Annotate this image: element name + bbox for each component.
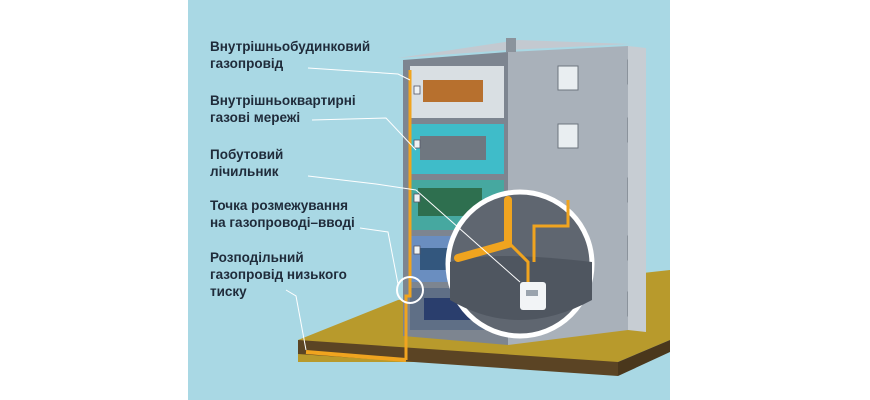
demarcation-marker xyxy=(396,276,424,304)
zoom-detail-circle xyxy=(445,189,595,339)
label-household-meter: Побутовий лічильник xyxy=(210,147,284,179)
label-demarcation-point: Точка розмежування на газопроводі–вводі xyxy=(210,198,355,230)
soil-layer xyxy=(298,340,618,376)
diagram-panel: Внутрішньобудинковий газопровід Внутрішн… xyxy=(188,0,670,400)
floor-4 xyxy=(410,124,504,174)
leader-lines xyxy=(285,67,521,351)
underground-gas-pipe xyxy=(305,350,407,362)
floor-meters xyxy=(413,85,421,255)
label-low-pressure-distribution: Розподільний газопровід низького тиску xyxy=(210,250,347,299)
soil-layer-side xyxy=(618,340,670,376)
gas-riser-pipe xyxy=(404,70,412,360)
label-internal-apartment-networks: Внутрішньоквартирні газові мережі xyxy=(210,93,356,125)
side-wall-edge xyxy=(628,46,646,332)
building-illustration xyxy=(285,38,670,376)
chimney xyxy=(506,38,516,52)
label-internal-building-pipeline: Внутрішньобудинковий газопровід xyxy=(210,39,371,71)
floor-5 xyxy=(410,66,504,118)
